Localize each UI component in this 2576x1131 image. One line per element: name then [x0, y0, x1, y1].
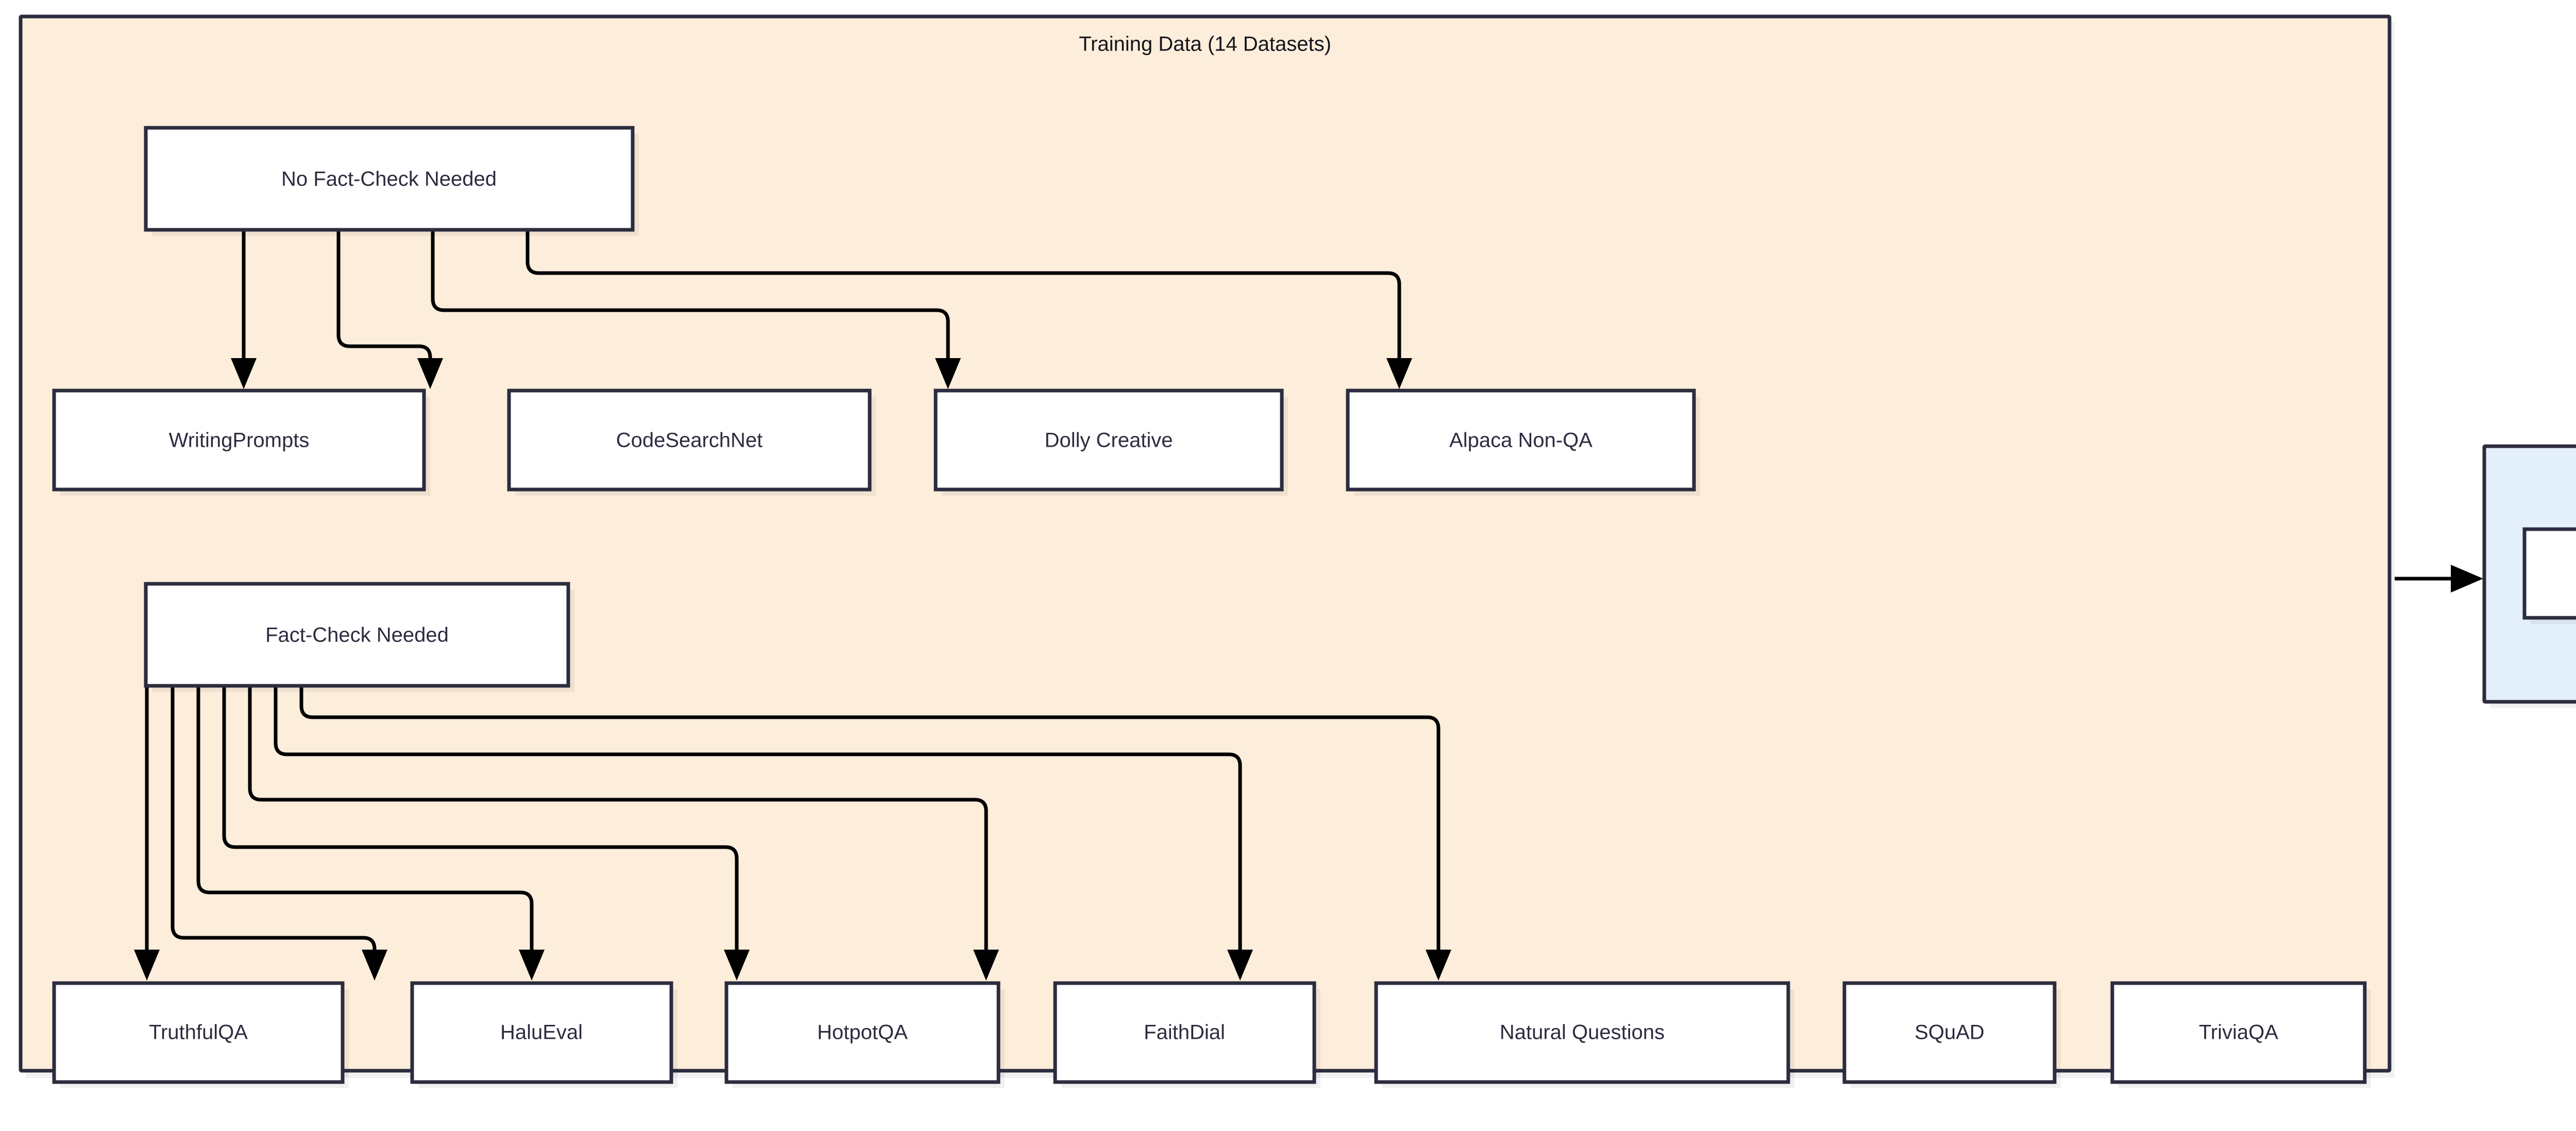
node-hotpotqa-rect	[724, 981, 1001, 1084]
arrowhead-truthfulqa	[134, 950, 160, 981]
node-hotpotqa[interactable]: HotpotQA	[724, 981, 1005, 1088]
arrowhead-alpaca-nonqa	[1386, 358, 1412, 389]
node-no-fact-check-label: No Fact-Check Needed	[281, 168, 497, 191]
node-dolly-creative-label: Dolly Creative	[1045, 429, 1173, 452]
node-writingprompts[interactable]: WritingPrompts	[52, 389, 430, 496]
node-alpaca-nonqa-label: Alpaca Non-QA	[1449, 429, 1592, 452]
node-triviaqa-rect	[2110, 981, 2367, 1084]
node-truthfulqa-label: TruthfulQA	[149, 1021, 248, 1044]
node-squad-label: SQuAD	[1914, 1021, 1985, 1044]
node-faithdial[interactable]: FaithDial	[1053, 981, 1320, 1088]
node-alpaca-nonqa[interactable]: Alpaca Non-QA	[1346, 389, 1700, 496]
edge-fact-check-to-halueval	[171, 685, 377, 955]
node-faithdial-rect	[1053, 981, 1316, 1084]
node-faithdial-label: FaithDial	[1144, 1021, 1225, 1044]
edge-fact-check-to-faithdial	[222, 685, 739, 955]
node-modernbert-base[interactable]: ModernBERT Base	[2522, 527, 2576, 624]
node-truthfulqa-rect	[52, 981, 345, 1084]
arrowhead-writingprompts	[231, 358, 257, 389]
node-writingprompts-rect	[52, 389, 426, 492]
node-no-fact-check[interactable]: No Fact-Check Needed	[144, 126, 639, 236]
edge-fact-check-to-hotpotqa	[196, 685, 534, 955]
arrowhead-faithdial	[724, 950, 750, 981]
arrowhead-natural-questions	[973, 950, 999, 981]
edge-training-data-to-halugate	[2395, 565, 2483, 593]
node-dolly-creative[interactable]: Dolly Creative	[934, 389, 1288, 496]
edge-group-no-fact-check	[231, 229, 1412, 389]
node-squad-rect	[1842, 981, 2057, 1084]
node-squad[interactable]: SQuAD	[1842, 981, 2061, 1088]
node-fact-check-rect	[144, 582, 570, 688]
node-dolly-creative-rect	[934, 389, 1284, 492]
node-halueval-label: HaluEval	[500, 1021, 583, 1044]
edge-fact-check-to-natural-questions	[248, 685, 988, 955]
arrowhead-triviaqa	[1426, 950, 1451, 981]
arrowhead-training-to-sentinel	[2451, 565, 2483, 593]
cluster-training-data[interactable]: Training Data (14 Datasets)	[19, 14, 2395, 1078]
node-codesearchnet[interactable]: CodeSearchNet	[507, 389, 876, 496]
node-fact-check[interactable]: Fact-Check Needed	[144, 582, 574, 692]
node-modernbert-base-rect	[2522, 527, 2576, 620]
edge-no-fact-check-to-dolly-creative	[431, 229, 950, 363]
node-codesearchnet-label: CodeSearchNet	[616, 429, 763, 452]
node-halueval[interactable]: HaluEval	[410, 981, 677, 1088]
arrowhead-halueval	[362, 950, 387, 981]
node-fact-check-label: Fact-Check Needed	[265, 624, 449, 647]
arrowhead-dolly-creative	[935, 358, 961, 389]
node-triviaqa[interactable]: TriviaQA	[2110, 981, 2371, 1088]
arrowhead-codesearchnet	[417, 358, 443, 389]
node-writingprompts-label: WritingPrompts	[169, 429, 310, 452]
node-natural-questions[interactable]: Natural Questions	[1374, 981, 1794, 1088]
arrowhead-squad	[1227, 950, 1253, 981]
node-hotpotqa-label: HotpotQA	[817, 1021, 908, 1044]
edge-group-fact-check	[134, 685, 1451, 981]
edge-fact-check-to-triviaqa	[299, 685, 1440, 955]
edge-no-fact-check-to-alpaca-nonqa	[526, 229, 1401, 363]
cluster-training-data-title: Training Data (14 Datasets)	[1079, 33, 1331, 56]
node-truthfulqa[interactable]: TruthfulQA	[52, 981, 349, 1088]
edge-no-fact-check-to-codesearchnet	[336, 229, 432, 363]
node-alpaca-nonqa-rect	[1346, 389, 1696, 492]
node-codesearchnet-rect	[507, 389, 872, 492]
node-triviaqa-label: TriviaQA	[2199, 1021, 2278, 1044]
arrowhead-hotpotqa	[519, 950, 545, 981]
edge-fact-check-to-squad	[274, 685, 1242, 955]
node-natural-questions-label: Natural Questions	[1500, 1021, 1665, 1044]
node-no-fact-check-rect	[144, 126, 635, 232]
node-halueval-rect	[410, 981, 673, 1084]
node-natural-questions-rect	[1374, 981, 1790, 1084]
